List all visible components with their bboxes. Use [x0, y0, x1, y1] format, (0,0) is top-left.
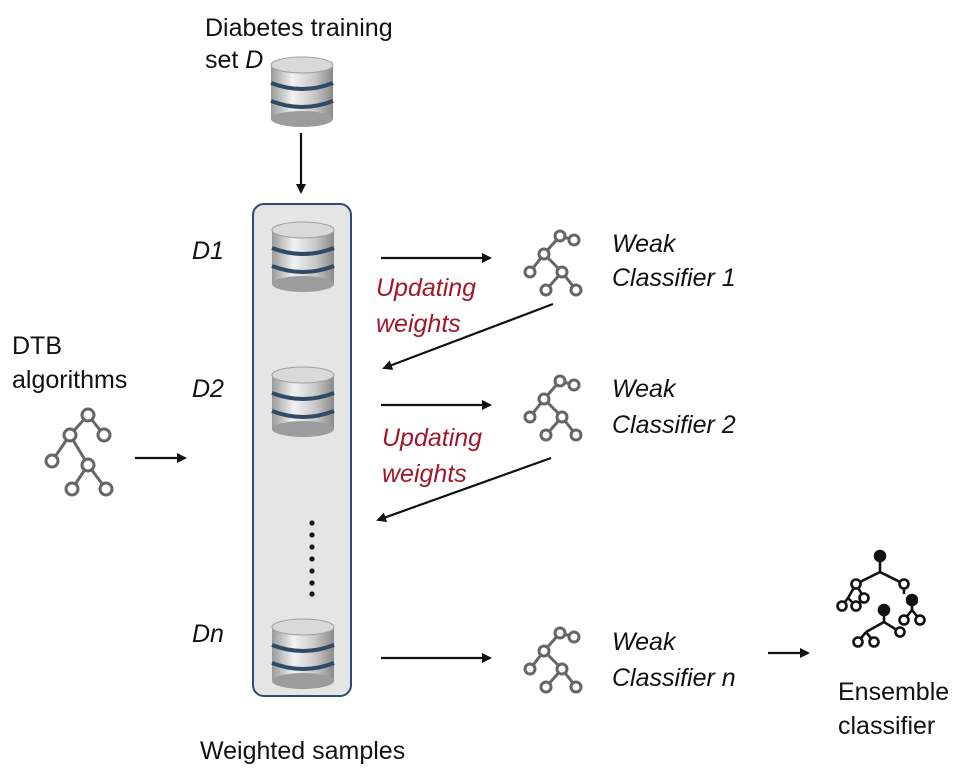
ensemble-label-line2: classifier — [838, 712, 936, 740]
weak-classifier-n-line1: Weak — [612, 628, 676, 656]
arrow-classifier-1-to-d2 — [382, 302, 554, 370]
sample-label-d2: D2 — [192, 375, 224, 403]
dtb-tree-icon — [44, 407, 114, 497]
updating-weights-1-line2: weights — [376, 310, 461, 338]
dtb-label-line1: DTB — [12, 332, 62, 360]
ensemble-label-line1: Ensemble — [838, 678, 950, 706]
weak-classifier-n-tree-icon — [523, 626, 583, 694]
training-set-label-line1: Diabetes training — [205, 14, 393, 42]
sample-label-dn: Dn — [192, 620, 224, 648]
weak-classifier-2-line2: Classifier 2 — [612, 411, 736, 439]
weak-classifier-2-line1: Weak — [612, 375, 676, 403]
sample-database-d1-icon — [271, 221, 335, 292]
training-set-prefix: set — [205, 46, 246, 74]
weak-classifier-1-tree-icon — [523, 229, 583, 297]
training-set-label-line2: set D — [205, 44, 263, 76]
sample-label-d1: D1 — [192, 237, 224, 265]
updating-weights-1-line1: Updating — [376, 274, 477, 302]
training-set-variable: D — [245, 46, 264, 74]
ellipsis-dots — [309, 520, 315, 597]
dtb-label-line2: algorithms — [12, 366, 128, 394]
weighted-samples-label: Weighted samples — [200, 737, 406, 765]
ensemble-classifier-icon — [836, 549, 926, 648]
sample-database-d2-icon — [271, 366, 335, 437]
updating-weights-2-line2: weights — [382, 460, 467, 488]
training-database-icon — [270, 56, 334, 127]
sample-database-dn-icon — [271, 618, 335, 689]
weak-classifier-2-tree-icon — [523, 374, 583, 442]
weak-classifier-n-line2: Classifier n — [612, 664, 736, 692]
weak-classifier-1-line2: Classifier 1 — [612, 264, 736, 292]
weak-classifier-1-line1: Weak — [612, 230, 676, 258]
updating-weights-2-line1: Updating — [382, 424, 483, 452]
weighted-samples-panel — [252, 203, 352, 697]
arrow-classifier-2-to-next — [376, 456, 552, 523]
